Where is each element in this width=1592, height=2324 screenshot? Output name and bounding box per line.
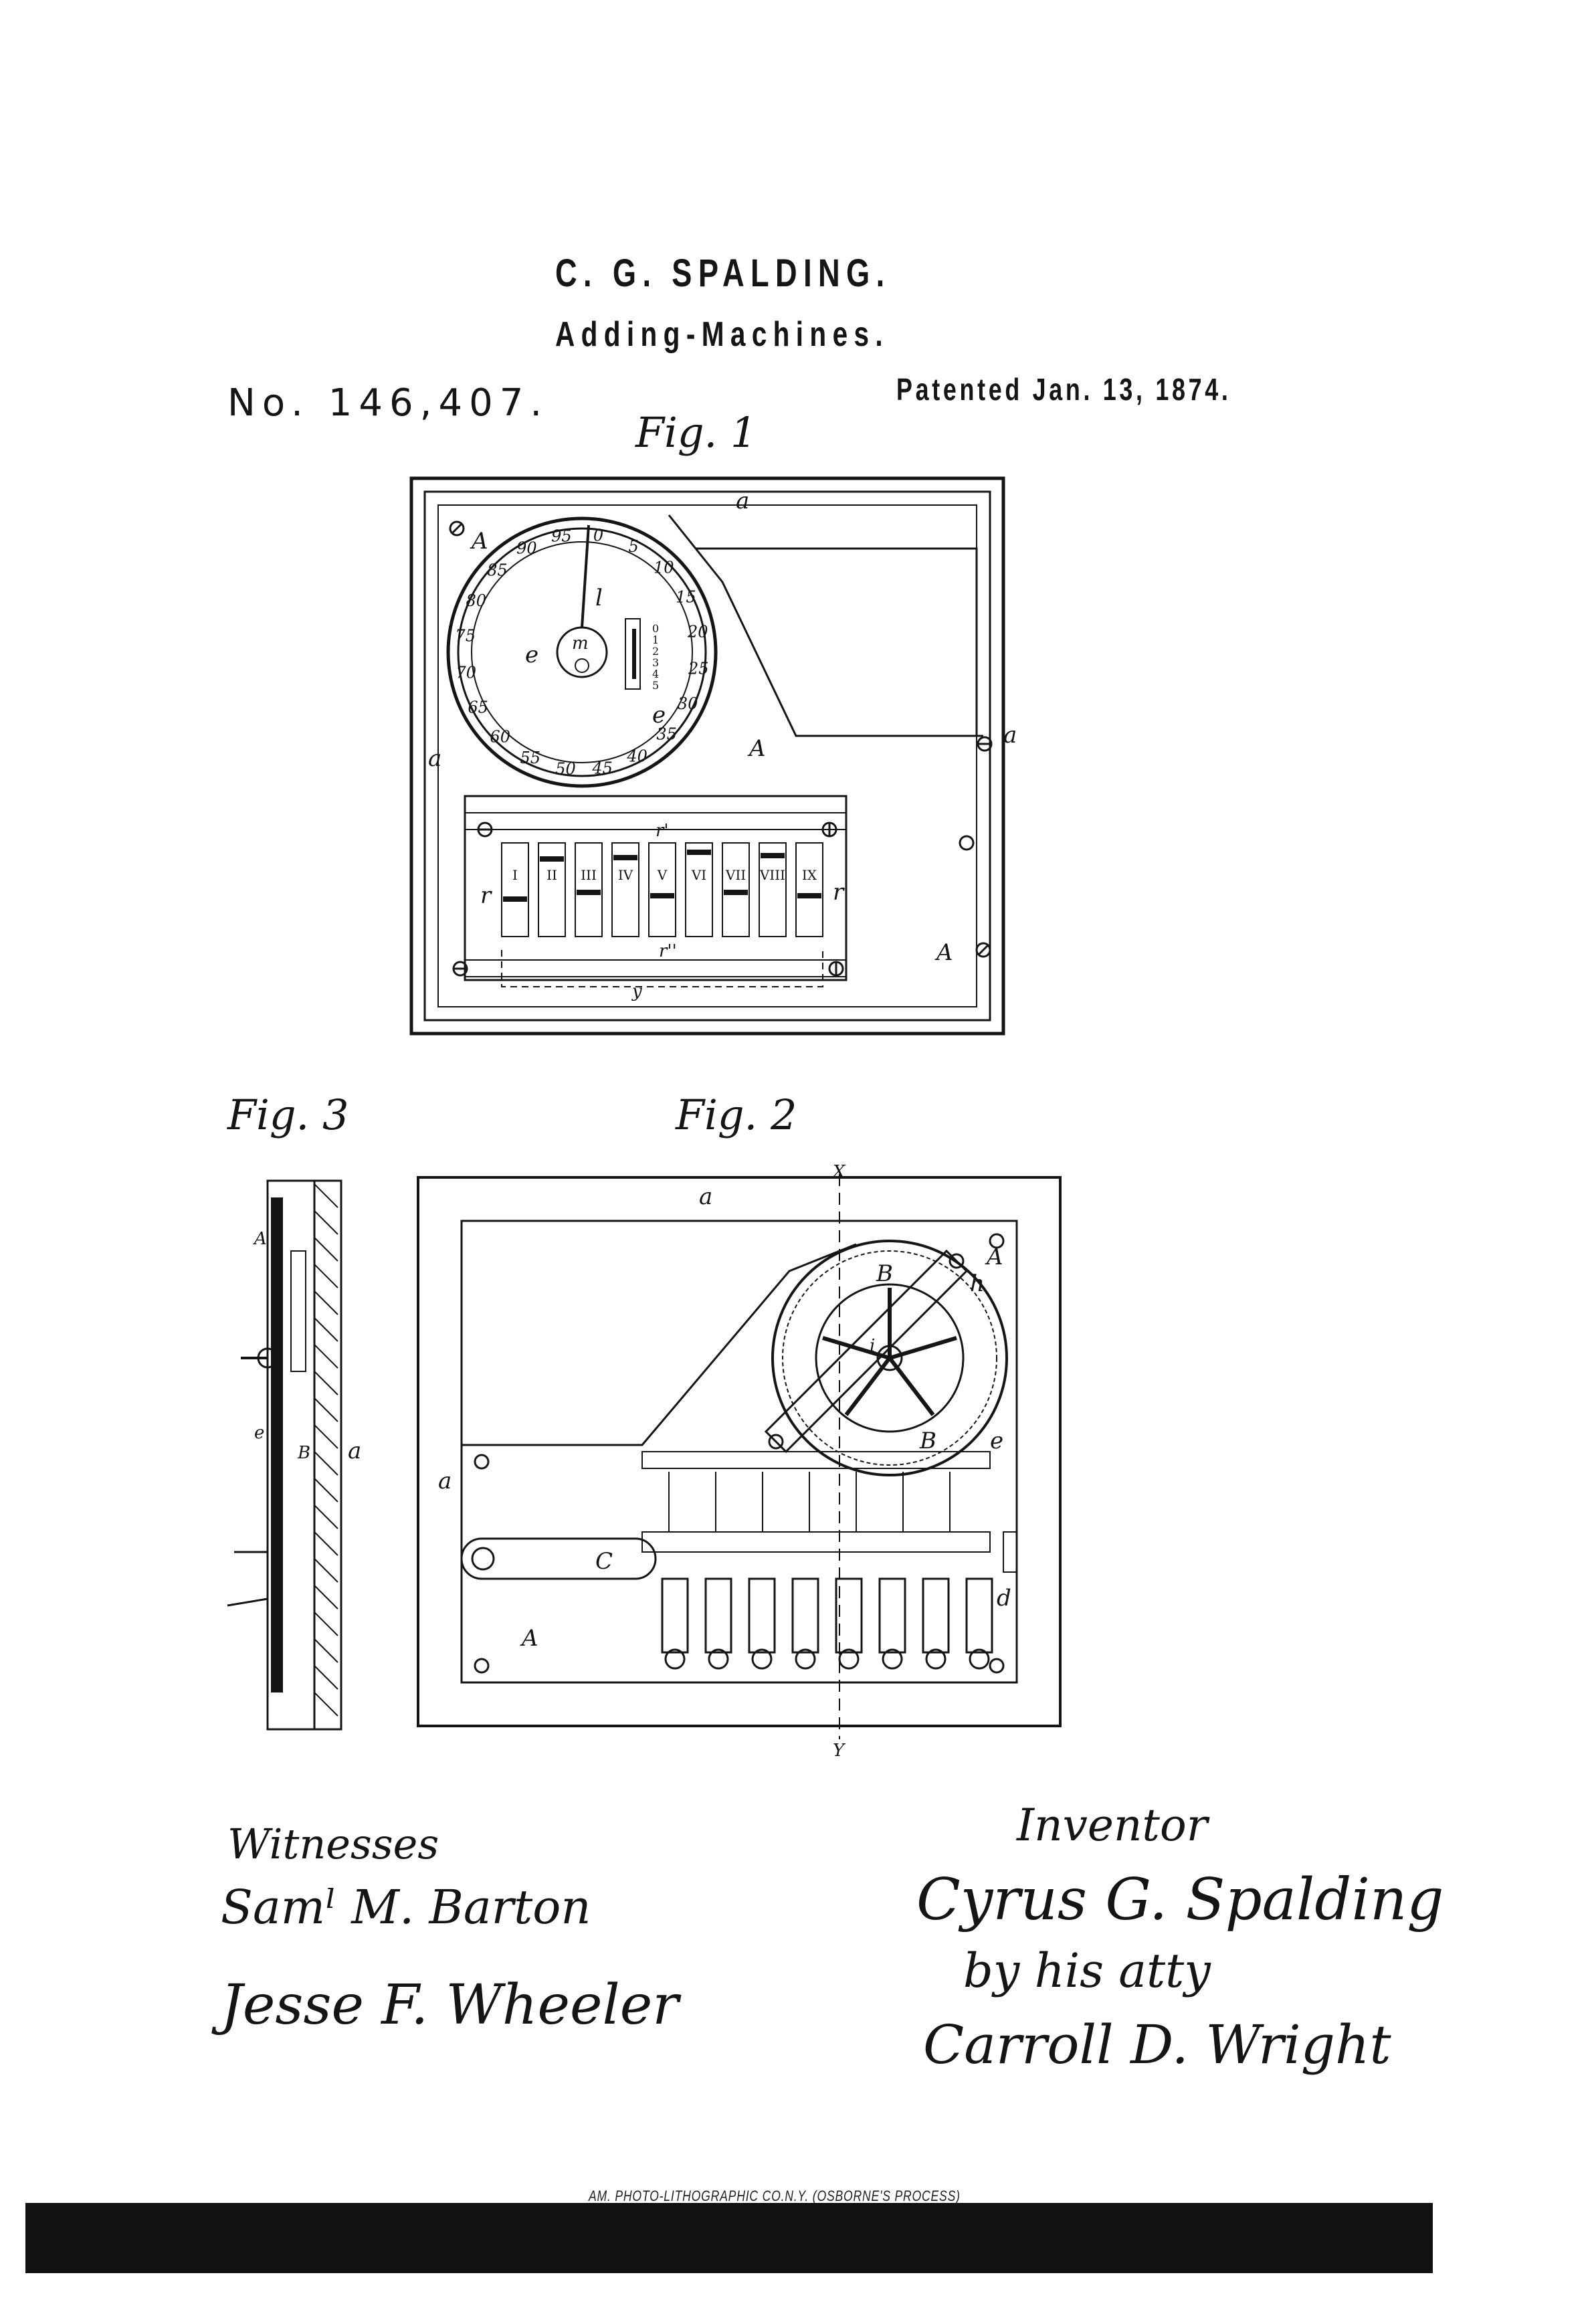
svg-text:A: A	[747, 735, 766, 762]
svg-text:e: e	[652, 702, 666, 729]
key-numeral: VI	[691, 867, 706, 883]
scale-number: 0	[652, 622, 659, 635]
svg-text:a: a	[438, 1468, 452, 1494]
svg-text:B: B	[876, 1260, 893, 1287]
svg-text:e: e	[254, 1423, 264, 1443]
spring-keys	[668, 1472, 951, 1532]
key-columns	[501, 842, 823, 937]
key-numeral: I	[512, 867, 518, 883]
fig3-letters: a A e B	[253, 1229, 361, 1464]
key-numeral: IX	[802, 867, 817, 883]
dial-number: 95	[551, 527, 572, 546]
svg-text:A: A	[520, 1625, 538, 1652]
key-numeral: III	[581, 867, 597, 883]
dial-number: 60	[490, 728, 510, 747]
dial-number: 40	[626, 747, 648, 765]
patent-date: Patented Jan. 13, 1874.	[896, 372, 1231, 407]
dial-number: 85	[487, 561, 508, 580]
svg-text:A: A	[934, 939, 953, 966]
svg-text:r: r	[833, 879, 845, 906]
dial-number: 75	[455, 627, 476, 646]
svg-text:B: B	[919, 1428, 936, 1454]
svg-text:A: A	[985, 1244, 1003, 1270]
fig1-letters: a a a A A A e e l m r r r' r'' y	[428, 488, 1017, 1001]
witnesses-heading: Witnesses	[227, 1820, 439, 1868]
scale-number: 2	[652, 645, 659, 658]
svg-text:h: h	[970, 1270, 985, 1297]
scale-number: 3	[652, 656, 659, 669]
svg-text:l: l	[595, 585, 603, 611]
dial-number: 80	[466, 591, 487, 610]
dial-number: 35	[656, 724, 677, 743]
fig3-hatching	[314, 1183, 338, 1717]
fig1-drawing	[409, 476, 1005, 1036]
inventor-signature: Cyrus G. Spalding	[916, 1866, 1444, 1933]
svg-text:y: y	[631, 981, 642, 1001]
svg-text:a: a	[1003, 722, 1017, 749]
svg-text:a: a	[348, 1438, 361, 1464]
dial-number: 15	[676, 587, 696, 606]
dial-number: 50	[555, 759, 576, 778]
key-levers	[661, 1577, 993, 1670]
fig3-label: Fig. 3	[227, 1090, 349, 1139]
svg-text:d: d	[997, 1585, 1011, 1612]
svg-text:B: B	[297, 1443, 310, 1463]
patent-title: Adding-Machines.	[555, 315, 890, 354]
fig2-letters: a a A A B B C d h e i X Y	[438, 1162, 1011, 1761]
key-numeral: V	[657, 867, 668, 883]
svg-text:r: r	[480, 882, 492, 909]
dial-number: 30	[678, 694, 698, 713]
svg-text:a: a	[428, 745, 441, 772]
svg-text:i: i	[870, 1336, 875, 1356]
dial-number: 5	[629, 537, 639, 556]
attorney-signature: Carroll D. Wright	[923, 2014, 1391, 2076]
by-attorney-line: by his atty	[963, 1943, 1211, 1998]
fig2-label: Fig. 2	[676, 1090, 797, 1139]
svg-text:C: C	[595, 1548, 613, 1575]
scale-number: 4	[652, 668, 659, 680]
witness-signature-1: Samˡ M. Barton	[221, 1880, 591, 1935]
witness-signature-2: Jesse F. Wheeler	[221, 1973, 679, 2037]
key-numeral: VIII	[759, 867, 785, 883]
svg-text:r': r'	[656, 821, 669, 841]
svg-text:m: m	[572, 634, 589, 654]
inventor-heading: C. G. SPALDING.	[555, 252, 891, 295]
key-numeral: VII	[725, 867, 746, 883]
section-mark-bottom: Y	[833, 1741, 846, 1761]
dial-number: 0	[593, 526, 603, 545]
scale-number: 1	[652, 634, 659, 646]
svg-text:A: A	[253, 1229, 267, 1249]
key-numeral: IV	[618, 867, 633, 883]
fig3-drawing	[227, 1179, 342, 1731]
fig1-roman-labels: I II III IV V VI VII VIII IX	[512, 867, 817, 883]
key-stops	[503, 850, 821, 902]
svg-text:r'': r''	[659, 941, 677, 961]
dial-number: 20	[687, 622, 708, 641]
scan-edge-band	[25, 2203, 1433, 2273]
dial-number: 10	[654, 558, 674, 577]
svg-text:A: A	[470, 528, 488, 555]
fig2-drawing	[417, 1174, 1062, 1739]
section-mark-top: X	[831, 1162, 846, 1182]
svg-text:e: e	[990, 1428, 1003, 1454]
svg-text:a: a	[736, 488, 749, 514]
fig1-label: Fig. 1	[635, 408, 757, 457]
lithographer-credit: AM. PHOTO-LITHOGRAPHIC CO.N.Y. (OSBORNE'…	[589, 2188, 961, 2204]
dial-number: 70	[456, 664, 476, 682]
svg-text:e: e	[525, 642, 538, 668]
svg-text:a: a	[699, 1183, 712, 1210]
scale-number: 5	[652, 679, 659, 692]
dial-number: 55	[520, 749, 541, 767]
key-numeral: II	[546, 867, 557, 883]
dial-number: 90	[516, 539, 537, 558]
patent-number: No. 146,407.	[227, 381, 549, 425]
inventor-label: Inventor	[1017, 1800, 1208, 1851]
dial-number: 25	[688, 660, 709, 678]
dial-number: 45	[591, 759, 613, 777]
dial-number: 65	[468, 698, 488, 717]
